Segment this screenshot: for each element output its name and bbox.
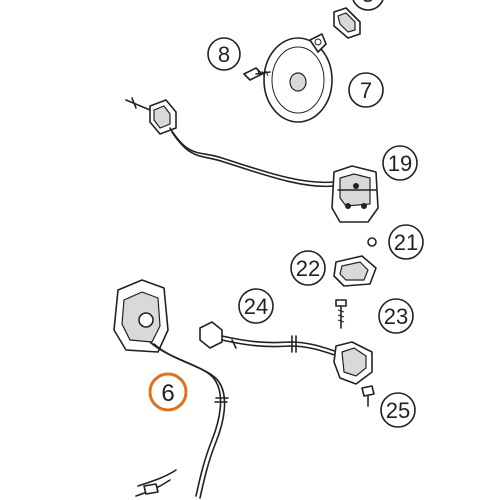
nut-part-21 bbox=[367, 237, 377, 247]
callout-5-label: 5 bbox=[362, 0, 374, 7]
callout-24[interactable]: 24 bbox=[238, 288, 274, 324]
callout-19[interactable]: 19 bbox=[382, 145, 418, 181]
connector-upper bbox=[125, 97, 335, 188]
clamp-part-22 bbox=[333, 255, 377, 287]
callout-8[interactable]: 8 bbox=[207, 37, 241, 71]
callout-7[interactable]: 7 bbox=[348, 72, 384, 108]
callout-25-label: 25 bbox=[386, 398, 410, 423]
callout-21[interactable]: 21 bbox=[388, 224, 424, 260]
callout-6[interactable]: 6 bbox=[148, 372, 188, 412]
callout-22[interactable]: 22 bbox=[290, 250, 326, 286]
callout-21-label: 21 bbox=[394, 230, 418, 255]
callout-23[interactable]: 23 bbox=[378, 298, 414, 334]
callout-22-label: 22 bbox=[296, 256, 320, 281]
callout-5[interactable]: 5 bbox=[352, 0, 384, 11]
callout-19-label: 19 bbox=[388, 151, 412, 176]
bracket-part-5 bbox=[333, 7, 361, 39]
callout-24-label: 24 bbox=[244, 294, 268, 319]
callout-25[interactable]: 25 bbox=[380, 392, 416, 428]
switch-part-19 bbox=[331, 165, 379, 223]
callout-6-label: 6 bbox=[161, 380, 174, 407]
switch-housing-part-6 bbox=[113, 279, 229, 499]
screw-part-23 bbox=[335, 299, 347, 329]
horn-part-7 bbox=[263, 33, 333, 123]
screw-part-8 bbox=[243, 67, 271, 81]
callout-7-label: 7 bbox=[360, 78, 372, 103]
screw-part-25 bbox=[361, 385, 375, 407]
switch-assembly-part-24 bbox=[199, 321, 373, 385]
callout-23-label: 23 bbox=[384, 304, 408, 329]
callout-8-label: 8 bbox=[218, 42, 230, 67]
